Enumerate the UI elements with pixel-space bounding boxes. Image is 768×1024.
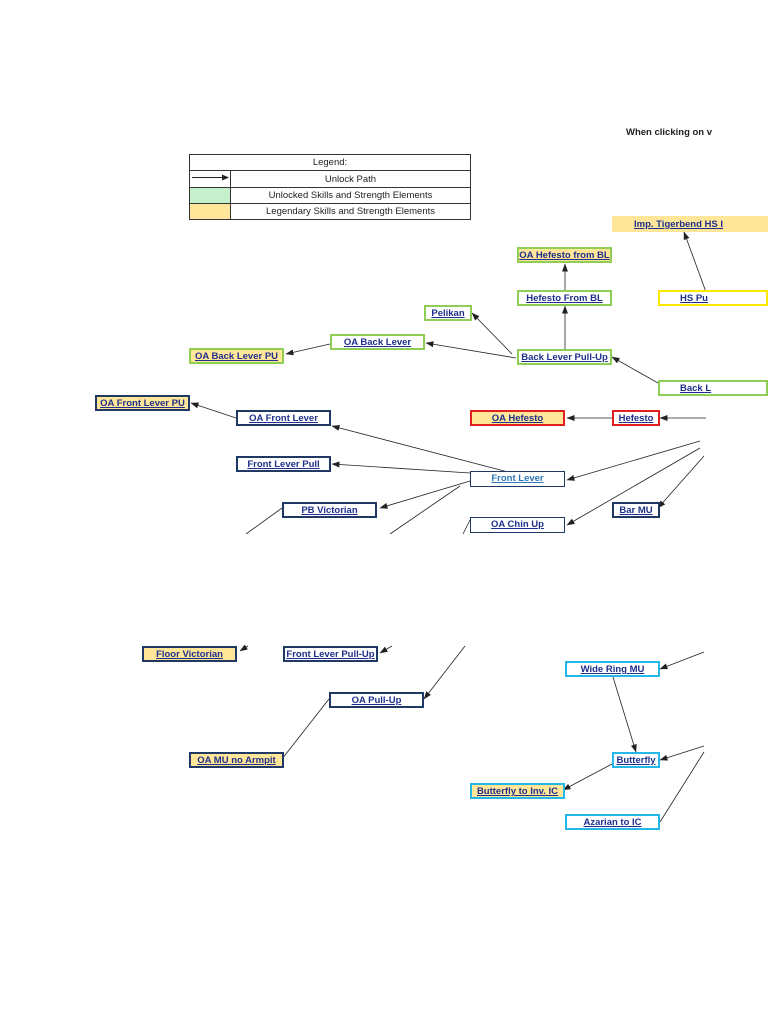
node-oa-front-lever-pu[interactable]: OA Front Lever PU: [95, 395, 190, 411]
arrow-fl-to-pbvictorian: [379, 480, 471, 509]
arrow-blpu-to-oabacklever: [425, 341, 517, 359]
arrow-blpu-to-pelikan: [471, 312, 513, 355]
node-oa-pull-up[interactable]: OA Pull-Up: [329, 692, 424, 708]
node-hefesto[interactable]: Hefesto: [612, 410, 660, 426]
line-offpage-to-azarian: [659, 751, 705, 823]
arrow-fl-to-oafl: [331, 424, 509, 473]
node-hs-pu[interactable]: HS Pu: [658, 290, 768, 306]
node-imp-tigerbend-hs[interactable]: Imp. Tigerbend HS I: [612, 216, 768, 232]
node-floor-victorian[interactable]: Floor Victorian: [142, 646, 237, 662]
arrow-stub-to-floorvictorian: [239, 644, 249, 652]
line-stub-2: [389, 485, 461, 535]
line-stub-3: [462, 519, 471, 535]
node-butterfly[interactable]: Butterfly: [612, 752, 660, 768]
arrow-backl-to-blpu: [611, 356, 659, 384]
arrow-offpage-to-oachinup: [566, 447, 701, 526]
node-oa-hefesto-from-bl[interactable]: OA Hefesto from BL: [517, 247, 612, 263]
node-bar-mu[interactable]: Bar MU: [612, 502, 660, 518]
arrow-offpage-to-butterfly: [659, 745, 705, 761]
line-oapullup-to-oamu: [281, 698, 330, 760]
legend-green-swatch: [189, 187, 231, 204]
arrow-hsi-to-tigerbend: [683, 231, 707, 293]
arrow-offpage-to-barmu: [657, 455, 705, 509]
node-oa-chin-up[interactable]: OA Chin Up: [470, 517, 565, 533]
node-oa-front-lever[interactable]: OA Front Lever: [236, 410, 331, 426]
arrow-stub-to-flpullup: [379, 645, 393, 654]
node-hefesto-from-bl[interactable]: Hefesto From BL: [517, 290, 612, 306]
legend-table: Legend: Unlock Path Unlocked Skills and …: [189, 154, 471, 220]
arrow-icon: [192, 174, 229, 181]
arrow-oafl-to-oaflpu: [190, 402, 237, 419]
node-front-lever-pull[interactable]: Front Lever Pull: [236, 456, 331, 472]
node-oa-mu-no-armpit[interactable]: OA MU no Armpit: [189, 752, 284, 768]
node-front-lever-pull-up[interactable]: Front Lever Pull-Up: [283, 646, 378, 662]
node-wide-ring-mu[interactable]: Wide Ring MU: [565, 661, 660, 677]
node-oa-back-lever[interactable]: OA Back Lever: [330, 334, 425, 350]
legend-yellow-swatch: [189, 203, 231, 220]
node-butterfly-to-inv-ic[interactable]: Butterfly to Inv. IC: [470, 783, 565, 799]
legend-legendary-label: Legendary Skills and Strength Elements: [230, 203, 471, 220]
node-oa-hefesto[interactable]: OA Hefesto: [470, 410, 565, 426]
arrow-oabl-to-oablpu: [285, 343, 331, 356]
node-azarian-to-ic[interactable]: Azarian to IC: [565, 814, 660, 830]
arrow-offpage-to-fl: [566, 440, 701, 481]
line-stub-1: [245, 507, 283, 535]
arrow-wideringmu-to-butterfly: [612, 676, 637, 753]
arrow-stub-to-oapullup: [423, 645, 466, 700]
node-back-lever-pull-up[interactable]: Back Lever Pull-Up: [517, 349, 612, 365]
node-oa-back-lever-pu[interactable]: OA Back Lever PU: [189, 348, 284, 364]
node-pb-victorian[interactable]: PB Victorian: [282, 502, 377, 518]
arrow-fl-to-flpull: [331, 461, 471, 474]
node-front-lever[interactable]: Front Lever: [470, 471, 565, 487]
arrow-offpage-to-wideringmu: [659, 651, 705, 670]
node-back-l[interactable]: Back L: [658, 380, 768, 396]
arrow-butterfly-to-butterflyinvic: [562, 763, 613, 791]
header-note: When clicking on v: [626, 127, 713, 138]
node-pelikan[interactable]: Pelikan: [424, 305, 472, 321]
